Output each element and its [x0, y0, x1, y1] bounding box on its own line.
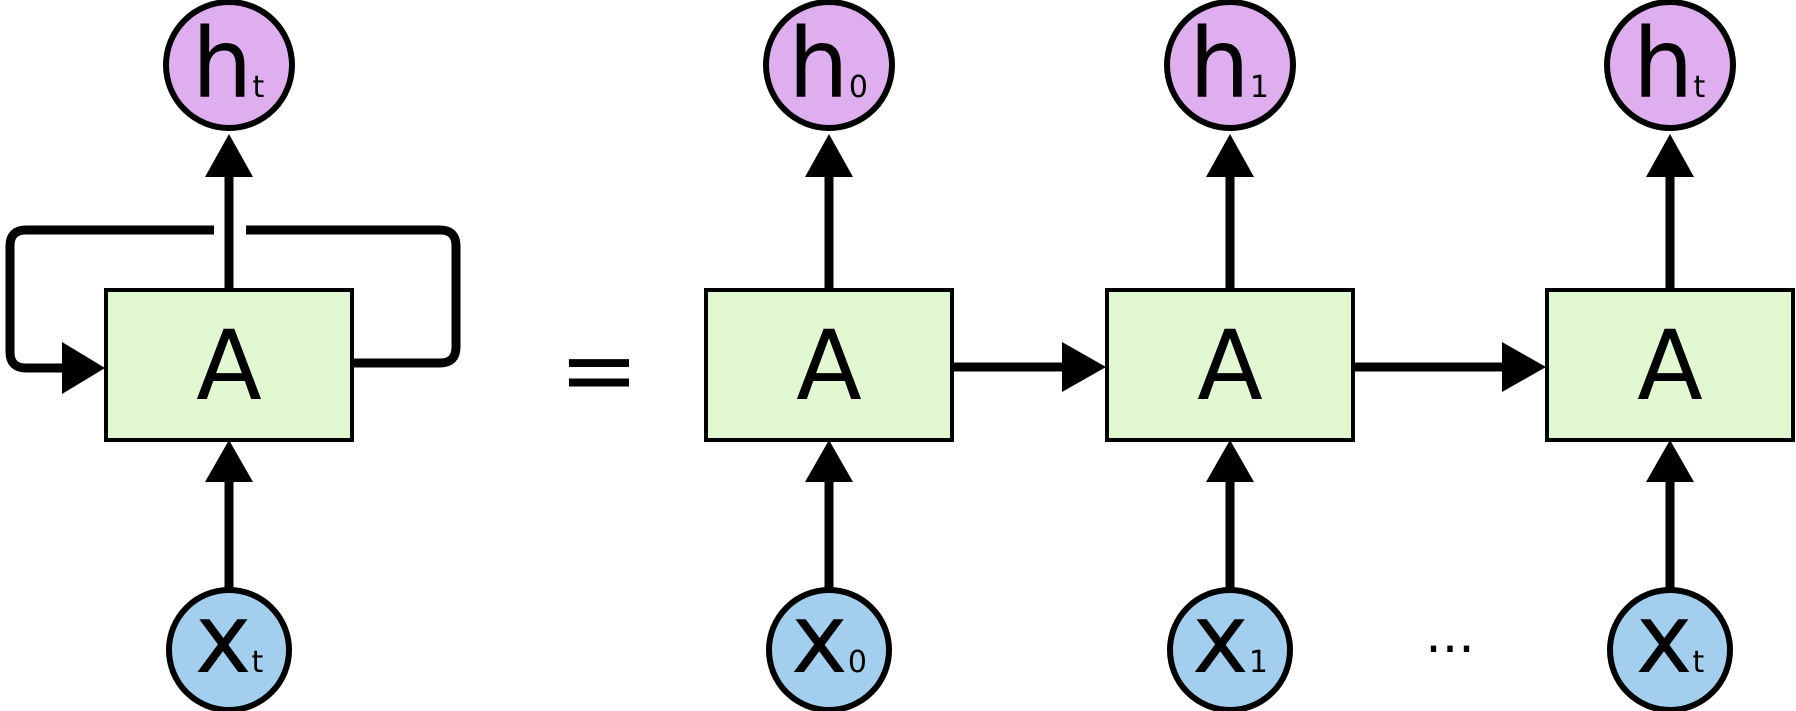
input-node — [766, 587, 892, 711]
timestep-1: A h1 x1 — [1105, 0, 1355, 711]
output-arrowhead — [1206, 134, 1254, 177]
hidden-state-arrowhead — [1502, 342, 1546, 392]
output-node-label: h0 — [788, 8, 868, 120]
output-node-label: ht — [1633, 8, 1706, 120]
rnn-cell-box — [1105, 288, 1355, 442]
input-arrowhead — [1646, 440, 1694, 482]
output-node — [1604, 0, 1736, 131]
input-node — [166, 587, 292, 711]
output-node-label: ht — [192, 8, 265, 120]
rolled-rnn: A ht xt — [5, 0, 461, 711]
equals-sign: = — [559, 314, 639, 426]
output-node-label: h1 — [1189, 8, 1269, 120]
output-node — [1164, 0, 1296, 131]
output-arrowhead — [1646, 134, 1694, 177]
output-node — [763, 0, 895, 131]
input-node-label: xt — [195, 583, 264, 695]
rnn-cell-label: A — [1637, 310, 1703, 422]
recurrent-loop-line — [246, 225, 461, 368]
rnn-cell-label: A — [796, 310, 862, 422]
rnn-cell-label: A — [196, 310, 262, 422]
rnn-cell-box — [1545, 288, 1795, 442]
timestep-0: A h0 x0 — [704, 0, 954, 711]
input-node-label: x1 — [1192, 583, 1268, 695]
input-node-label: xt — [1636, 583, 1705, 695]
input-node-label: x0 — [791, 583, 867, 695]
output-arrowhead — [205, 134, 253, 177]
ellipsis: ... — [1425, 605, 1475, 665]
rnn-cell-label: A — [1197, 310, 1263, 422]
output-node — [163, 0, 295, 131]
input-arrowhead — [805, 440, 853, 482]
input-node — [1607, 587, 1733, 711]
recurrent-arrowhead — [62, 342, 105, 394]
unrolled-rnn: A h0 x0 A h1 x1 — [704, 0, 1795, 711]
input-arrowhead — [205, 440, 253, 482]
rnn-cell-box — [704, 288, 954, 442]
recurrent-loop-line — [5, 225, 214, 373]
timestep-t: A ht xt — [1545, 0, 1795, 711]
input-arrowhead — [1206, 440, 1254, 482]
hidden-state-arrowhead — [1062, 342, 1106, 392]
input-node — [1167, 587, 1293, 711]
output-arrowhead — [805, 134, 853, 177]
rnn-cell-box — [104, 288, 354, 442]
